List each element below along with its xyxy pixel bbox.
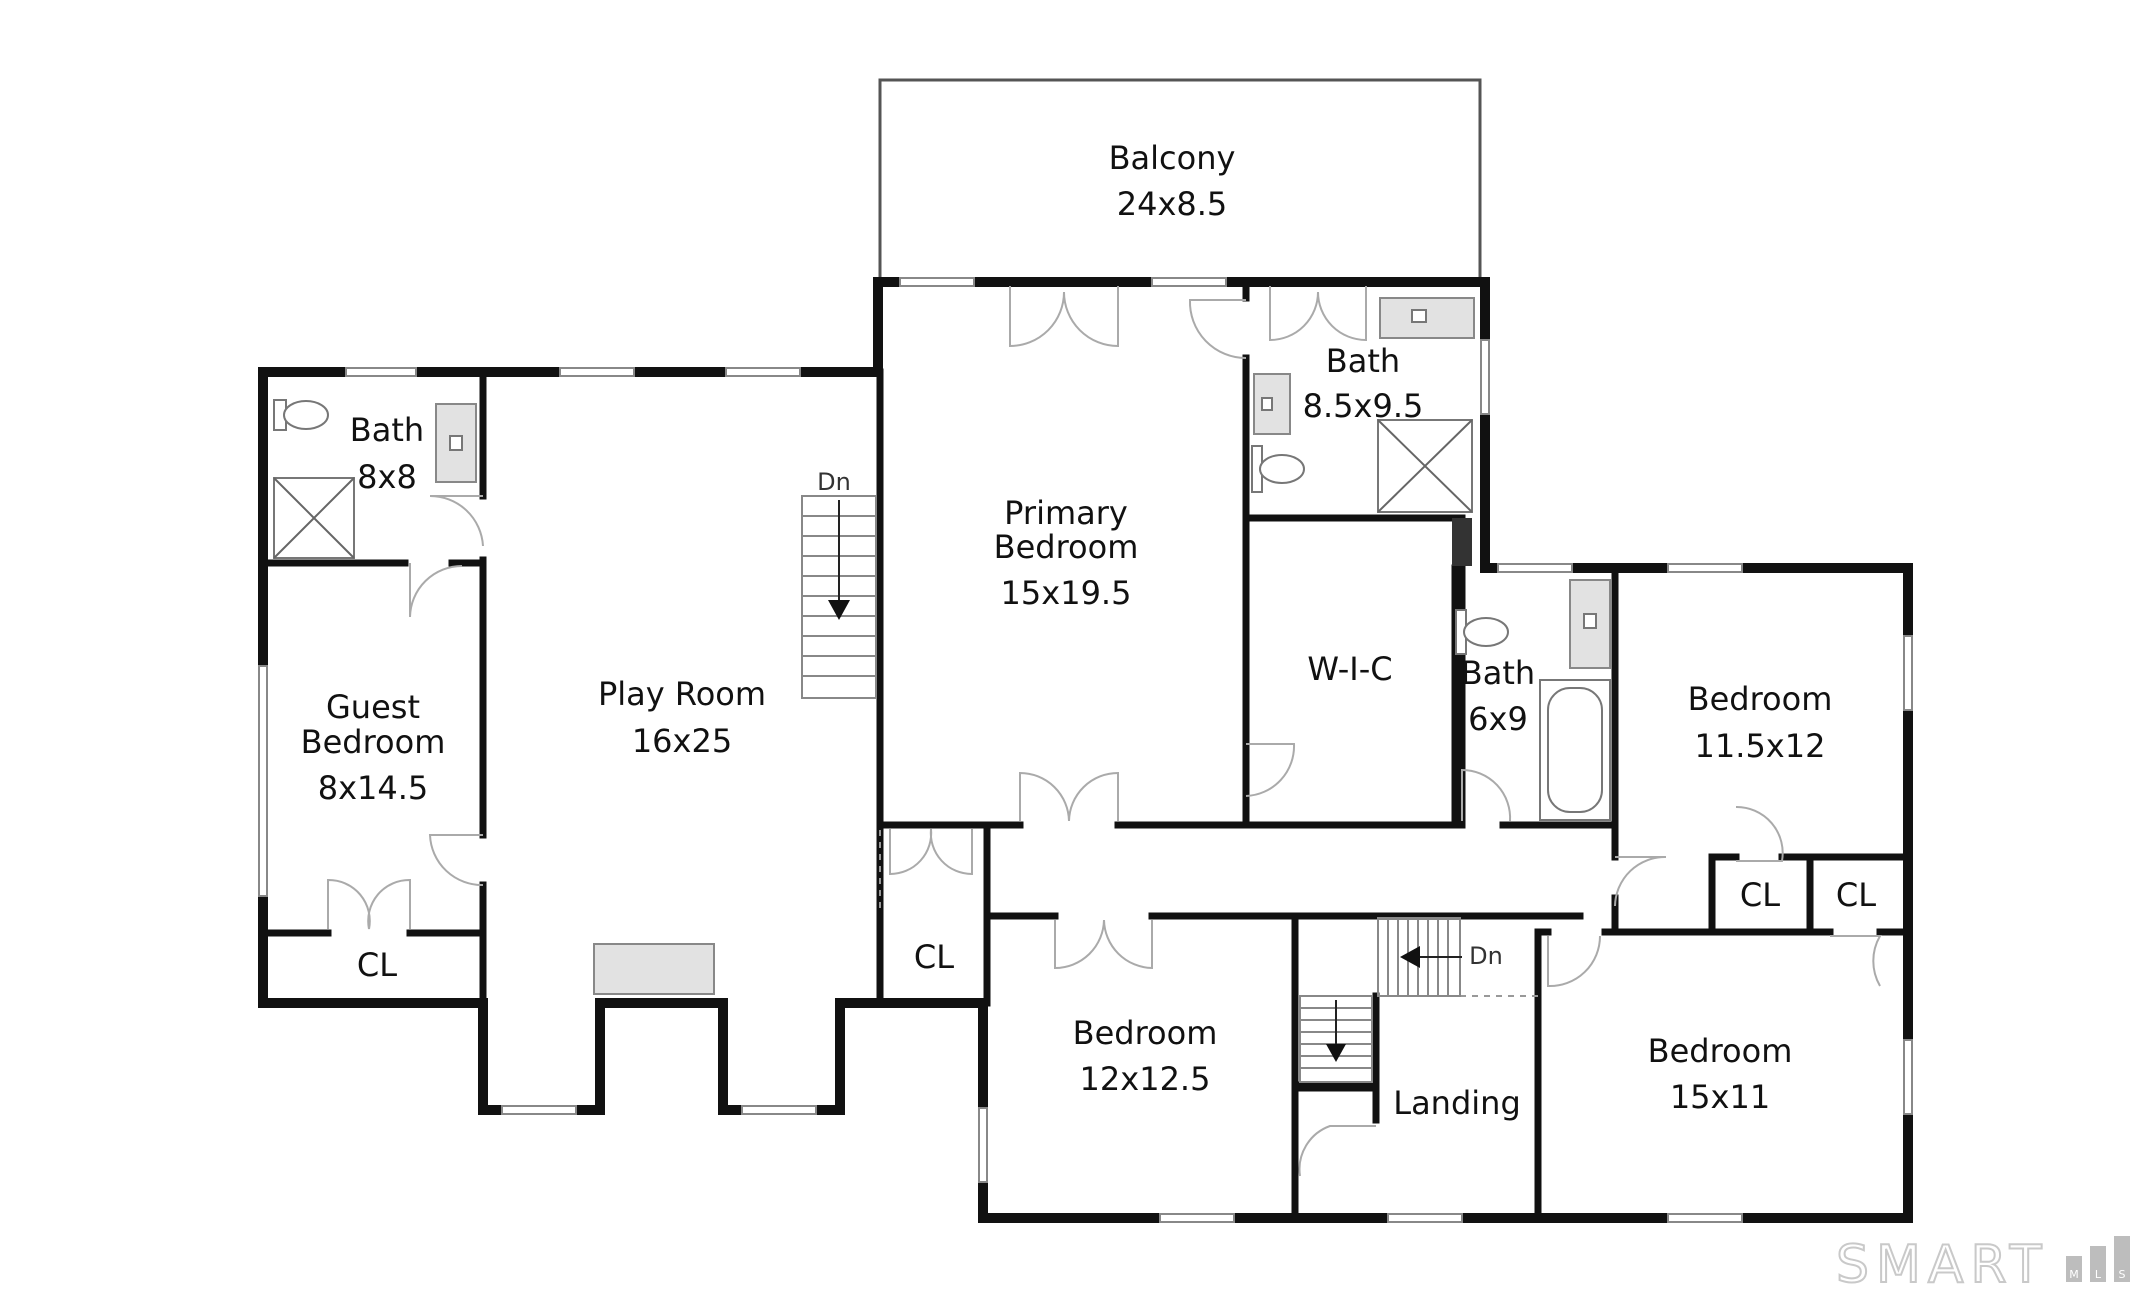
stair-main (801, 495, 877, 699)
hall-bath-size: 6x9 (1468, 700, 1528, 738)
balcony-name: Balcony (1109, 139, 1236, 177)
guest-bedroom-size: 8x14.5 (318, 769, 429, 807)
primary-bedroom-size: 15x19.5 (1001, 574, 1132, 612)
stair-landing-down-label: Dn (1469, 942, 1503, 970)
guest-bath-name: Bath (350, 411, 424, 449)
closet-east-1-label: CL (1740, 876, 1780, 914)
shower-icon (1377, 419, 1473, 513)
fixtures (273, 297, 1611, 995)
guest-bedroom-name-1: Guest (326, 688, 420, 726)
logo-letter-m: M (2069, 1268, 2079, 1281)
stair-down-label: Dn (817, 468, 851, 496)
hall-bath-name: Bath (1461, 654, 1535, 692)
smart-mls-logo: SMART M L S (1835, 1234, 2130, 1294)
wall-pier (1452, 518, 1472, 566)
guest-bedroom-name-2: Bedroom (301, 723, 446, 761)
closet-guest-label: CL (357, 946, 397, 984)
room-labels: Balcony 24x8.5 Bath 8.5x9.5 Primary Bedr… (301, 139, 1877, 1122)
logo-letter-l: L (2095, 1268, 2102, 1281)
shower-icon (273, 477, 355, 559)
stair-arrow-down-icon (1326, 1044, 1346, 1062)
windows (258, 277, 1913, 1223)
stair-arrow-left-icon (1400, 946, 1420, 968)
landing-name: Landing (1393, 1084, 1521, 1122)
fireplace-icon (593, 943, 715, 995)
guest-bath-size: 8x8 (357, 458, 417, 496)
bedroom-southeast-size: 15x11 (1670, 1078, 1770, 1116)
logo-wordmark: SMART (1836, 1235, 2049, 1294)
logo-letter-s: S (2119, 1268, 2126, 1281)
wic-name: W-I-C (1307, 650, 1392, 688)
toilet-icon (273, 399, 329, 431)
stair-landing (1299, 917, 1462, 1083)
toilet-icon (1251, 445, 1305, 493)
bedroom-center-size: 12x12.5 (1080, 1060, 1211, 1098)
closet-center-label: CL (914, 938, 954, 976)
primary-bedroom-name-2: Bedroom (994, 528, 1139, 566)
play-room-name: Play Room (598, 675, 766, 713)
bathtub-icon (1539, 679, 1611, 821)
balcony-size: 24x8.5 (1117, 185, 1228, 223)
balcony-outline (878, 78, 1482, 282)
opening-lines (879, 830, 1538, 997)
primary-bath-name: Bath (1326, 342, 1400, 380)
bedroom-southeast-name: Bedroom (1648, 1032, 1793, 1070)
toilet-icon (1455, 609, 1509, 655)
bedroom-east-size: 11.5x12 (1695, 727, 1826, 765)
bedroom-east-name: Bedroom (1688, 680, 1833, 718)
stair-arrow-icon (828, 600, 850, 620)
doors (327, 286, 1882, 1177)
play-room-size: 16x25 (632, 722, 732, 760)
closet-east-2-label: CL (1836, 876, 1876, 914)
primary-bedroom-name-1: Primary (1004, 494, 1128, 532)
primary-bath-size: 8.5x9.5 (1303, 387, 1424, 425)
bedroom-center-name: Bedroom (1073, 1014, 1218, 1052)
